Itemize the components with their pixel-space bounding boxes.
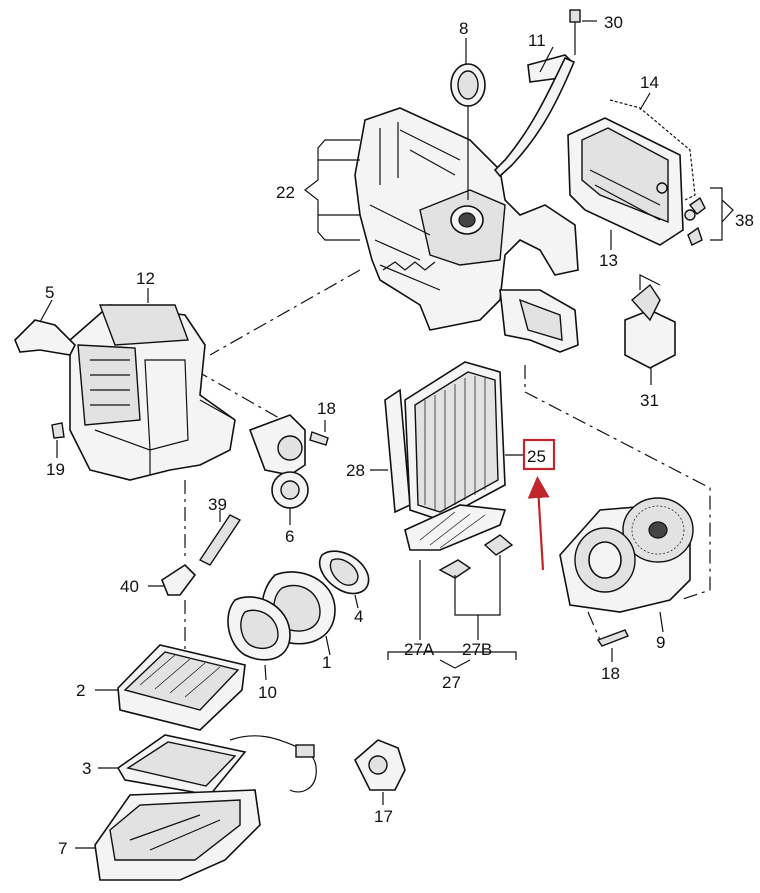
callout-10: 10 [258, 683, 277, 702]
sensor-17 [354, 739, 406, 805]
callout-13: 13 [599, 251, 618, 270]
lower-housing-7 [75, 789, 261, 881]
callout-4: 4 [354, 607, 363, 626]
callout-31: 31 [640, 391, 659, 410]
bracket-22 [304, 139, 360, 241]
servo-6 [248, 414, 309, 525]
callout-2: 2 [76, 681, 85, 700]
bracket-5 [14, 299, 76, 356]
rod-39 [198, 510, 242, 566]
callout-27: 27 [442, 673, 461, 692]
callout-3: 3 [82, 759, 91, 778]
upper-housing-22 [354, 107, 579, 353]
clips-38 [687, 187, 734, 246]
heater-unit-12 [69, 288, 236, 481]
callout-14: 14 [640, 73, 659, 92]
seal-10 [227, 596, 291, 681]
clip-19 [51, 422, 65, 458]
assembly-lines [184, 269, 711, 660]
callout-28: 28 [346, 461, 365, 480]
callout-27a: 27A [404, 640, 435, 659]
frame-13-gasket-14 [567, 92, 696, 250]
filter-25 [404, 361, 525, 521]
callout-17: 17 [374, 807, 393, 826]
callout-39: 39 [208, 495, 227, 514]
actuator-31 [624, 274, 676, 385]
callout-30: 30 [604, 13, 623, 32]
highlight-25 [522, 438, 556, 571]
screw-18-upper [309, 420, 329, 446]
parts-27 [387, 504, 517, 669]
callout-38: 38 [735, 211, 754, 230]
bracket-11-screw-30 [493, 9, 597, 178]
callout-25: 25 [527, 447, 546, 466]
callout-40: 40 [120, 577, 139, 596]
callout-7: 7 [58, 839, 67, 858]
callout-22: 22 [276, 183, 295, 202]
filter-tray-2 [95, 644, 246, 731]
callout-12: 12 [136, 269, 155, 288]
callout-1: 1 [322, 653, 331, 672]
blower-motor-9 [559, 497, 694, 633]
clip-40 [148, 563, 197, 596]
screw-18-lower [596, 629, 629, 662]
filter-3-harness [98, 734, 317, 796]
callout-11: 11 [528, 31, 546, 50]
grommet-8 [450, 38, 486, 200]
filter-28 [370, 388, 411, 514]
callout-6: 6 [285, 527, 294, 546]
callout-9: 9 [656, 633, 665, 652]
callout-labels: 1 2 3 4 5 6 7 8 9 10 11 12 13 14 17 18 1… [45, 13, 754, 858]
callout-18-upper: 18 [317, 399, 336, 418]
seal-4 [318, 550, 370, 609]
callout-19: 19 [46, 460, 65, 479]
callout-5: 5 [45, 283, 54, 302]
callout-8: 8 [459, 19, 468, 38]
callout-18-lower: 18 [601, 664, 620, 683]
callout-27b: 27B [462, 640, 492, 659]
